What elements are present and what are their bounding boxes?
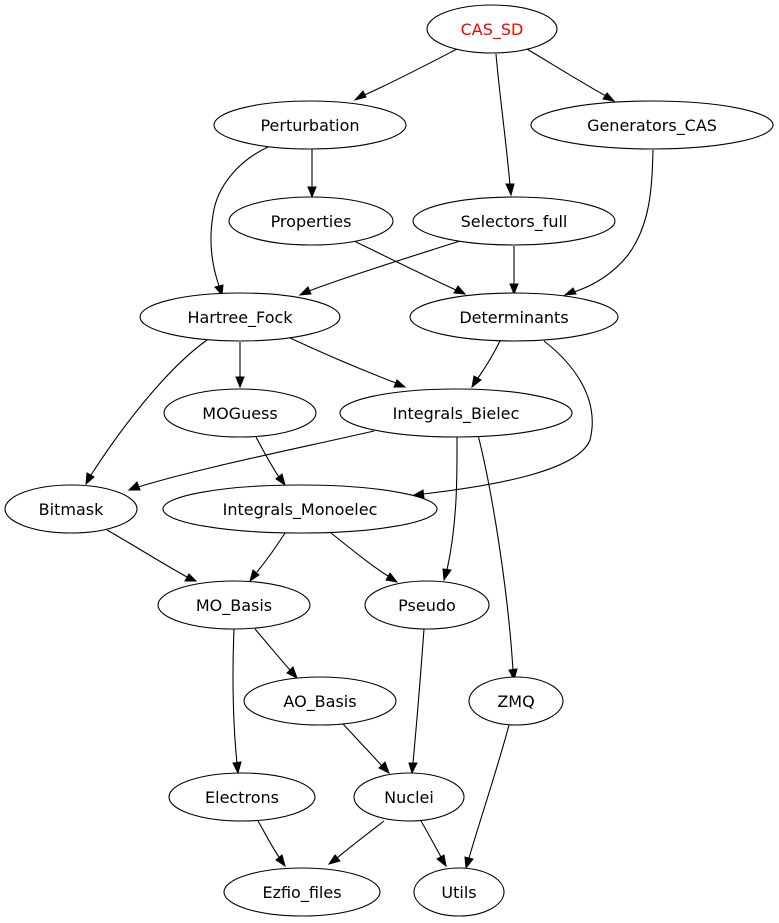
node-zmq[interactable]: ZMQ <box>468 676 564 726</box>
edge-hartree_fock-integrals_bielec <box>287 336 407 388</box>
node-integrals_monoelec[interactable]: Integrals_Monoelec <box>162 484 438 534</box>
node-label-generators_cas: Generators_CAS <box>587 116 717 136</box>
edge-mo_basis-electrons <box>232 628 242 775</box>
edge-cas_sd-selectors_full <box>495 53 515 197</box>
node-label-ezfio_files: Ezfio_files <box>262 883 341 903</box>
node-selectors_full[interactable]: Selectors_full <box>412 196 616 246</box>
node-ao_basis[interactable]: AO_Basis <box>243 676 397 726</box>
node-electrons[interactable]: Electrons <box>168 772 316 822</box>
edge-moguess-integrals_monoelec <box>255 436 286 487</box>
node-generators_cas[interactable]: Generators_CAS <box>530 100 774 150</box>
edges <box>85 48 654 870</box>
edge-perturbation-hartree_fock <box>210 146 269 297</box>
edge-cas_sd-perturbation <box>353 48 458 101</box>
node-determinants[interactable]: Determinants <box>409 292 619 342</box>
edge-zmq-utils <box>464 724 510 870</box>
edge-integrals_monoelec-mo_basis <box>249 532 286 583</box>
node-perturbation[interactable]: Perturbation <box>213 100 407 150</box>
node-label-selectors_full: Selectors_full <box>461 212 568 232</box>
node-label-hartree_fock: Hartree_Fock <box>187 308 293 328</box>
nodes: CAS_SD Perturbation Generators_CAS Prope… <box>4 4 774 917</box>
node-label-pseudo: Pseudo <box>398 596 456 615</box>
edge-perturbation-properties <box>307 149 317 199</box>
node-label-electrons: Electrons <box>205 788 279 807</box>
edge-integrals_bielec-pseudo <box>442 435 458 582</box>
node-label-ao_basis: AO_Basis <box>283 692 356 712</box>
node-mo_basis[interactable]: MO_Basis <box>157 580 311 630</box>
node-label-determinants: Determinants <box>459 308 568 327</box>
node-label-integrals_monoelec: Integrals_Monoelec <box>223 500 378 520</box>
node-label-utils: Utils <box>441 883 476 902</box>
node-bitmask[interactable]: Bitmask <box>4 484 138 534</box>
edge-selectors_full-hartree_fock <box>298 240 461 296</box>
node-label-perturbation: Perturbation <box>260 116 359 135</box>
node-label-zmq: ZMQ <box>497 692 534 711</box>
edge-integrals_monoelec-pseudo <box>330 532 399 583</box>
edge-selectors_full-determinants <box>509 246 519 296</box>
edge-hartree_fock-moguess <box>235 342 245 389</box>
edge-generators_cas-determinants <box>563 149 654 296</box>
edge-cas_sd-generators_cas <box>526 48 616 102</box>
node-nuclei[interactable]: Nuclei <box>353 772 465 822</box>
node-cas_sd[interactable]: CAS_SD <box>426 4 558 54</box>
edge-pseudo-nuclei <box>408 628 425 775</box>
node-label-nuclei: Nuclei <box>384 788 434 807</box>
edge-properties-determinants <box>351 239 467 295</box>
edge-electrons-ezfio_files <box>257 820 286 868</box>
edge-hartree_fock-bitmask <box>85 339 208 486</box>
edge-determinants-integrals_bielec <box>471 340 501 389</box>
node-ezfio_files[interactable]: Ezfio_files <box>223 867 381 917</box>
edge-mo_basis-ao_basis <box>254 628 298 680</box>
node-label-moguess: MOGuess <box>202 404 277 423</box>
edge-integrals_bielec-bitmask <box>127 430 375 491</box>
node-pseudo[interactable]: Pseudo <box>364 580 490 630</box>
edge-bitmask-mo_basis <box>106 529 198 582</box>
node-label-integrals_bielec: Integrals_Bielec <box>393 404 520 424</box>
node-label-mo_basis: MO_Basis <box>196 596 272 616</box>
node-hartree_fock[interactable]: Hartree_Fock <box>139 292 341 342</box>
node-label-properties: Properties <box>271 212 352 231</box>
node-label-bitmask: Bitmask <box>39 500 104 519</box>
edge-ao_basis-nuclei <box>342 723 390 775</box>
edge-nuclei-ezfio_files <box>327 820 385 865</box>
node-utils[interactable]: Utils <box>413 867 505 917</box>
node-moguess[interactable]: MOGuess <box>163 388 317 438</box>
edge-integrals_bielec-zmq <box>477 434 518 682</box>
node-properties[interactable]: Properties <box>228 196 394 246</box>
node-label-cas_sd: CAS_SD <box>461 20 524 40</box>
node-integrals_bielec[interactable]: Integrals_Bielec <box>339 388 573 438</box>
edge-nuclei-utils <box>420 820 447 868</box>
